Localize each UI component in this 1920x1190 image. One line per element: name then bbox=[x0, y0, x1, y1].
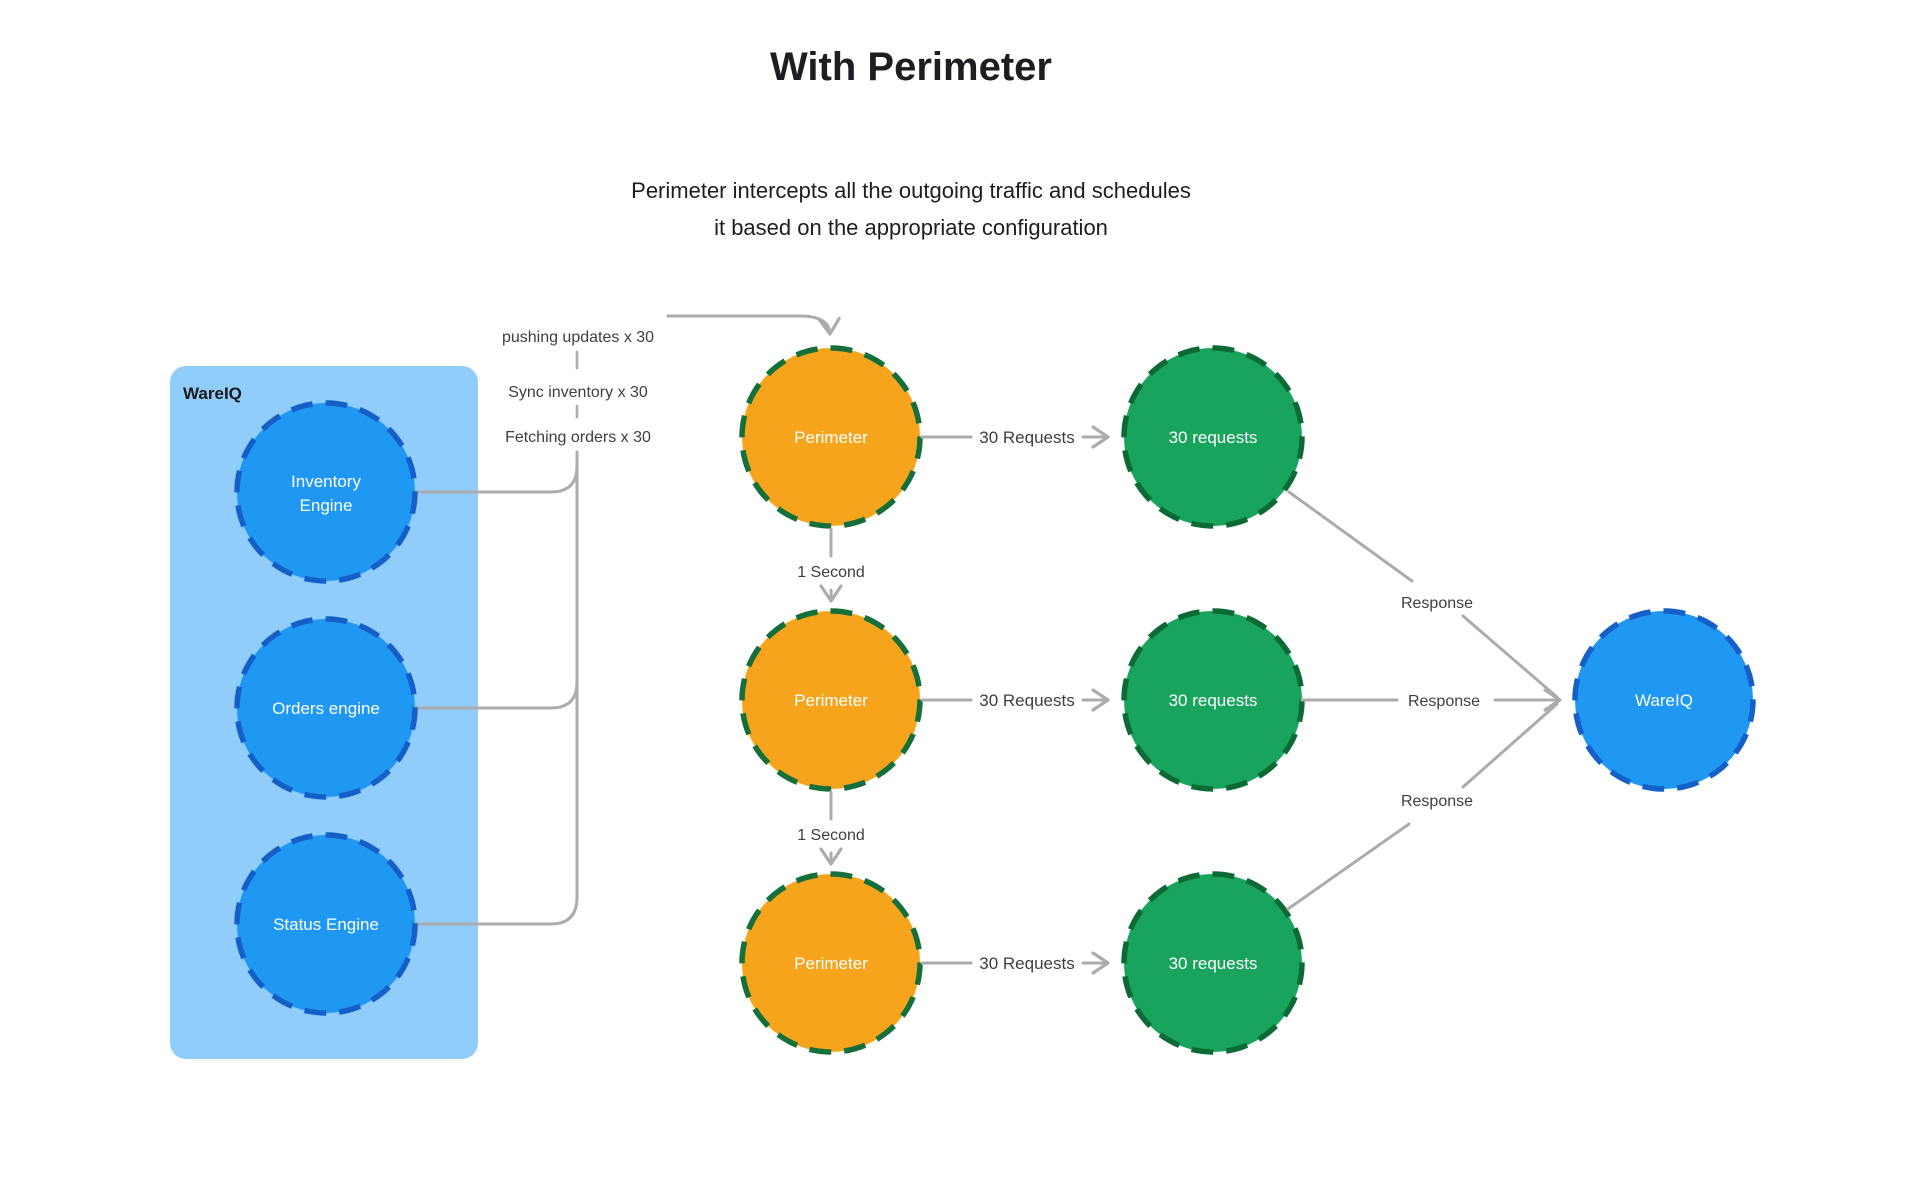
node-perimeter-1 bbox=[739, 345, 923, 529]
node-perimeter-1-label: Perimeter bbox=[794, 428, 868, 447]
arrow-to-perimeter-1 bbox=[666, 314, 841, 336]
flow-label-fetching-orders: Fetching orders x 30 bbox=[505, 429, 651, 446]
node-requests-3-label: 30 requests bbox=[1169, 954, 1258, 973]
response-label-2: Response bbox=[1408, 693, 1480, 710]
node-orders-engine-label: Orders engine bbox=[272, 699, 380, 718]
node-perimeter-3 bbox=[739, 871, 923, 1055]
response-line-3b bbox=[1461, 702, 1559, 789]
flow-label-pushing-updates: pushing updates x 30 bbox=[502, 329, 654, 346]
node-status-engine bbox=[234, 832, 418, 1016]
connector-status bbox=[413, 895, 579, 926]
subtitle-line-2: it based on the appropriate configuratio… bbox=[714, 215, 1108, 240]
node-requests-2-label: 30 requests bbox=[1169, 691, 1258, 710]
wareiq-group-label: WareIQ bbox=[183, 384, 242, 403]
node-perimeter-2 bbox=[739, 608, 923, 792]
response-line-3a bbox=[1286, 822, 1411, 911]
delay-label-2: 1 Second bbox=[797, 827, 865, 844]
response-label-1: Response bbox=[1401, 595, 1473, 612]
node-perimeter-2-label: Perimeter bbox=[794, 691, 868, 710]
flow-label-sync-inventory: Sync inventory x 30 bbox=[508, 384, 648, 401]
node-inventory-engine-label-line1: Inventory bbox=[291, 472, 361, 491]
node-inventory-engine-label-line2: Engine bbox=[300, 496, 353, 515]
node-wareiq-target bbox=[1572, 608, 1756, 792]
node-requests-3 bbox=[1121, 871, 1305, 1055]
response-line-1b bbox=[1461, 614, 1559, 699]
node-status-engine-label: Status Engine bbox=[273, 915, 379, 934]
delay-label-1: 1 Second bbox=[797, 564, 865, 581]
page-title: With Perimeter bbox=[770, 45, 1052, 89]
node-inventory-engine bbox=[234, 400, 418, 584]
node-wareiq-target-label: WareIQ bbox=[1635, 691, 1693, 710]
node-requests-1-label: 30 requests bbox=[1169, 428, 1258, 447]
subtitle-line-1: Perimeter intercepts all the outgoing tr… bbox=[631, 178, 1191, 203]
requests-edge-label-1: 30 Requests bbox=[979, 428, 1074, 447]
requests-edge-label-3: 30 Requests bbox=[979, 954, 1074, 973]
response-line-1a bbox=[1287, 490, 1414, 583]
response-label-3: Response bbox=[1401, 793, 1473, 810]
node-requests-1 bbox=[1121, 345, 1305, 529]
requests-edge-label-2: 30 Requests bbox=[979, 691, 1074, 710]
node-perimeter-3-label: Perimeter bbox=[794, 954, 868, 973]
node-orders-engine bbox=[234, 616, 418, 800]
